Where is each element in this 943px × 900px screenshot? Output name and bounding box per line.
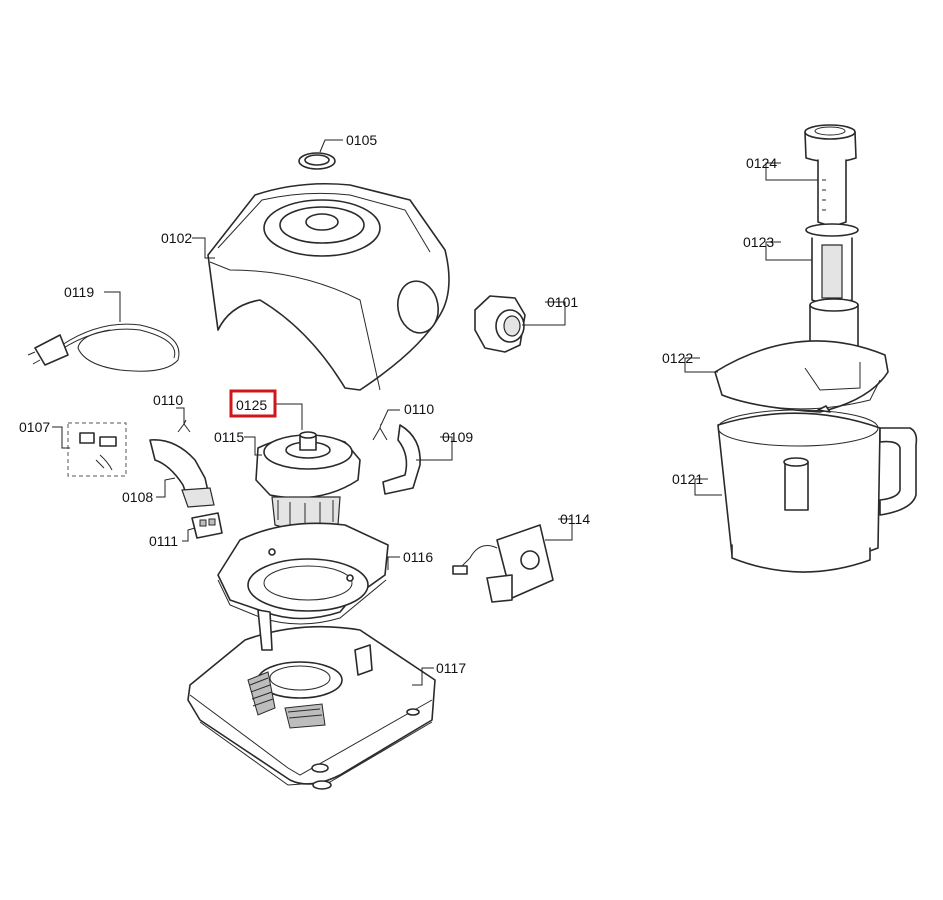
part-0114-switch-board[interactable] — [452, 524, 554, 603]
part-labels: 0105 0102 0119 0101 0110 0110 0107 0125 … — [19, 132, 777, 676]
selected-part-highlight — [229, 389, 277, 418]
label-0110-right[interactable]: 0110 — [404, 401, 434, 417]
label-0109[interactable]: 0109 — [442, 429, 473, 445]
part-0102-top-housing[interactable] — [207, 182, 450, 391]
part-0111-circuit-board[interactable] — [191, 512, 223, 539]
label-0116[interactable]: 0116 — [403, 549, 433, 565]
label-0122[interactable]: 0122 — [662, 350, 693, 366]
part-0122-bowl-lid[interactable] — [714, 298, 889, 413]
label-0117[interactable]: 0117 — [436, 660, 466, 676]
label-0111[interactable]: 0111 — [149, 533, 178, 549]
part-0119-power-cord[interactable] — [27, 323, 180, 372]
part-0121-work-bowl[interactable] — [717, 409, 918, 573]
label-0110-left[interactable]: 0110 — [153, 392, 183, 408]
label-0119[interactable]: 0119 — [64, 284, 94, 300]
part-0107-brush-set[interactable] — [67, 422, 127, 477]
label-0108[interactable]: 0108 — [122, 489, 153, 505]
part-0105-gasket-ring[interactable] — [298, 152, 336, 170]
part-0123-inner-pusher[interactable] — [805, 223, 859, 305]
label-0114[interactable]: 0114 — [560, 511, 590, 527]
part-0110-spring-right[interactable] — [372, 423, 388, 441]
label-0102[interactable]: 0102 — [161, 230, 192, 246]
label-0115[interactable]: 0115 — [214, 429, 244, 445]
label-0123[interactable]: 0123 — [743, 234, 774, 250]
part-0124-food-pusher[interactable] — [804, 124, 857, 226]
label-0125[interactable]: 0125 — [236, 397, 267, 413]
part-0108-left-bracket[interactable] — [149, 439, 215, 508]
label-0101[interactable]: 0101 — [547, 294, 578, 310]
label-0121[interactable]: 0121 — [672, 471, 703, 487]
label-0124[interactable]: 0124 — [746, 155, 777, 171]
part-0109-right-bracket[interactable] — [382, 424, 421, 495]
part-0116-mount-plate[interactable] — [217, 522, 389, 625]
label-0107[interactable]: 0107 — [19, 419, 50, 435]
leader-lines — [52, 139, 818, 686]
label-0105[interactable]: 0105 — [346, 132, 377, 148]
part-0117-base[interactable] — [187, 609, 436, 790]
part-0101-control-knob[interactable] — [474, 295, 526, 353]
